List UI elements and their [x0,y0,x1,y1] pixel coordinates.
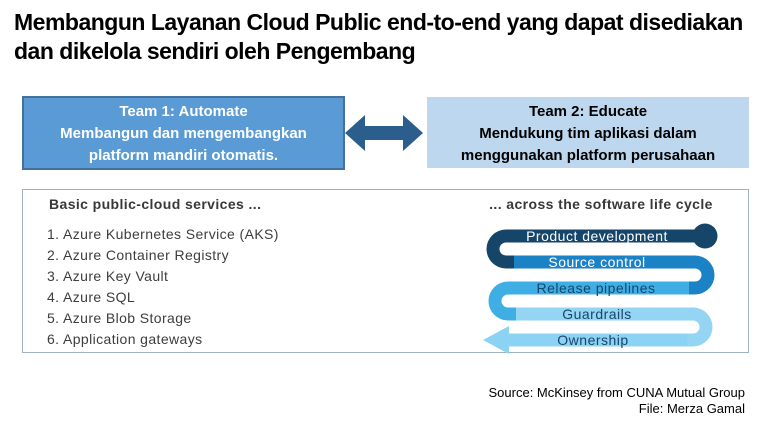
exhibit-panel: Basic public-cloud services ... 1. Azure… [22,189,749,354]
footer-file: File: Merza Gamal [638,401,745,416]
footer-source: Source: McKinsey from CUNA Mutual Group [488,385,745,400]
lifecycle-header: ... across the software life cycle [489,196,713,212]
list-item: 4. Azure SQL [47,289,136,305]
list-item: 2. Azure Container Registry [47,247,229,263]
lifecycle-band-guardrails [516,307,713,347]
flow-start-dot [692,223,718,249]
lifecycle-snake-diagram: Product development Source control Relea… [483,223,718,354]
team1-heading: Team 1: Automate [119,103,248,120]
services-header: Basic public-cloud services ... [49,196,262,212]
double-arrow-shape [345,115,423,151]
team1-box: Team 1: Automate Membangun dan mengemban… [22,96,345,170]
team2-box: Team 2: Educate Mendukung tim aplikasi d… [427,97,749,168]
list-item: 6. Application gateways [47,331,203,347]
team2-description-line1: Mendukung tim aplikasi dalam [479,125,697,142]
list-item: 5. Azure Blob Storage [47,310,192,326]
page-title-line1: Membangun Layanan Cloud Public end-to-en… [14,9,743,35]
lifecycle-band-product-development [486,229,697,269]
team1-description-line1: Membangun dan mengembangkan [60,125,307,142]
lifecycle-label-ownership: Ownership [557,332,628,348]
list-item: 1. Azure Kubernetes Service (AKS) [47,226,279,242]
services-list: 1. Azure Kubernetes Service (AKS) 2. Azu… [47,224,279,350]
footer: Source: McKinsey from CUNA Mutual Group … [489,385,745,417]
page-title: Membangun Layanan Cloud Public end-to-en… [14,8,766,66]
list-item: 3. Azure Key Vault [47,268,169,284]
team2-heading: Team 2: Educate [528,103,648,120]
lifecycle-label-release-pipelines: Release pipelines [536,280,655,296]
lifecycle-band-source-control [514,255,715,295]
lifecycle-label-product-development: Product development [526,228,668,244]
lifecycle-label-guardrails: Guardrails [562,306,632,322]
team1-description-line2: platform mandiri otomatis. [88,147,279,164]
lifecycle-band-release-pipelines [488,281,689,321]
lifecycle-band-ownership-with-end-arrowhead [483,326,687,354]
lifecycle-label-source-control: Source control [548,254,645,270]
team2-description-line2: menggunakan platform perusahaan [460,147,716,164]
double-arrow-icon [345,115,423,151]
page-title-line2: dan dikelola sendiri oleh Pengembang [14,38,416,64]
